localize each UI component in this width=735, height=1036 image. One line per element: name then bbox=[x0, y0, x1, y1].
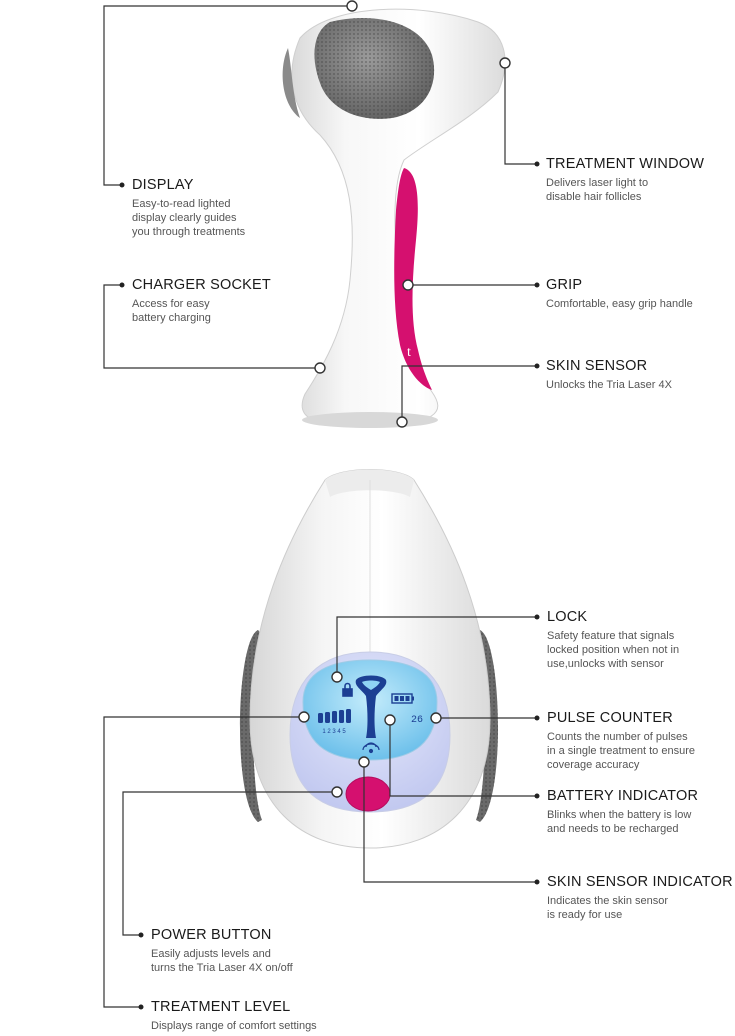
label-desc: Easy-to-read lighted display clearly gui… bbox=[132, 198, 246, 238]
label-desc: Counts the number of pulses in a single … bbox=[547, 731, 695, 771]
power-button[interactable] bbox=[345, 776, 391, 812]
label-treatment-window: TREATMENT WINDOW Delivers laser light to… bbox=[546, 156, 704, 204]
callout-lines bbox=[103, 5, 537, 1008]
label-desc: Safety feature that signals locked posit… bbox=[547, 630, 680, 670]
battery-icon bbox=[391, 693, 414, 704]
treatment-level-bars bbox=[318, 709, 351, 723]
label-battery-indicator: BATTERY INDICATOR Blinks when the batter… bbox=[547, 788, 698, 836]
label-charger-socket: CHARGER SOCKET Access for easy battery c… bbox=[132, 277, 271, 325]
label-grip: GRIP Comfortable, easy grip handle bbox=[546, 277, 693, 311]
label-title: GRIP bbox=[546, 277, 583, 293]
label-title: TREATMENT LEVEL bbox=[151, 999, 291, 1015]
label-desc: Indicates the skin sensor is ready for u… bbox=[547, 895, 669, 921]
label-desc: Blinks when the battery is low and needs… bbox=[547, 809, 692, 835]
label-title: CHARGER SOCKET bbox=[132, 277, 271, 293]
label-title: BATTERY INDICATOR bbox=[547, 788, 699, 804]
label-skin-sensor-indicator: SKIN SENSOR INDICATOR Indicates the skin… bbox=[547, 874, 733, 922]
label-desc: Access for easy battery charging bbox=[132, 298, 211, 324]
label-skin-sensor: SKIN SENSOR Unlocks the Tria Laser 4X bbox=[546, 358, 672, 392]
label-desc: Unlocks the Tria Laser 4X bbox=[546, 379, 672, 391]
label-title: TREATMENT WINDOW bbox=[546, 156, 705, 172]
device-outline-icon bbox=[355, 675, 387, 738]
label-desc: Delivers laser light to disable hair fol… bbox=[546, 177, 649, 203]
label-pulse-counter: PULSE COUNTER Counts the number of pulse… bbox=[547, 710, 695, 772]
lock-icon bbox=[342, 682, 353, 697]
laser-device-front-view: 1 2 3 4 5 26 bbox=[239, 469, 499, 849]
brand-mark: t bbox=[407, 345, 411, 360]
pulse-count-readout: 26 bbox=[411, 715, 423, 726]
callout-end-dots bbox=[119, 161, 540, 1010]
label-display: DISPLAY Easy-to-read lighted display cle… bbox=[132, 177, 245, 239]
skin-sensor-indicator-icon bbox=[362, 742, 380, 754]
callout-markers bbox=[298, 0, 511, 798]
label-title: SKIN SENSOR INDICATOR bbox=[547, 874, 733, 890]
label-title: PULSE COUNTER bbox=[547, 710, 673, 726]
label-title: DISPLAY bbox=[132, 177, 194, 193]
label-treatment-level: TREATMENT LEVEL Displays range of comfor… bbox=[151, 999, 317, 1033]
label-title: LOCK bbox=[547, 609, 588, 625]
label-title: SKIN SENSOR bbox=[546, 358, 648, 374]
label-power-button: POWER BUTTON Easily adjusts levels and t… bbox=[151, 927, 293, 975]
label-desc: Comfortable, easy grip handle bbox=[546, 298, 693, 310]
label-title: POWER BUTTON bbox=[151, 927, 272, 943]
label-desc: Displays range of comfort settings bbox=[151, 1020, 317, 1032]
label-desc: Easily adjusts levels and turns the Tria… bbox=[151, 948, 293, 974]
laser-device-side-view: t bbox=[282, 8, 506, 428]
label-lock: LOCK Safety feature that signals locked … bbox=[547, 609, 679, 671]
treatment-level-numbers: 1 2 3 4 5 bbox=[322, 729, 346, 735]
